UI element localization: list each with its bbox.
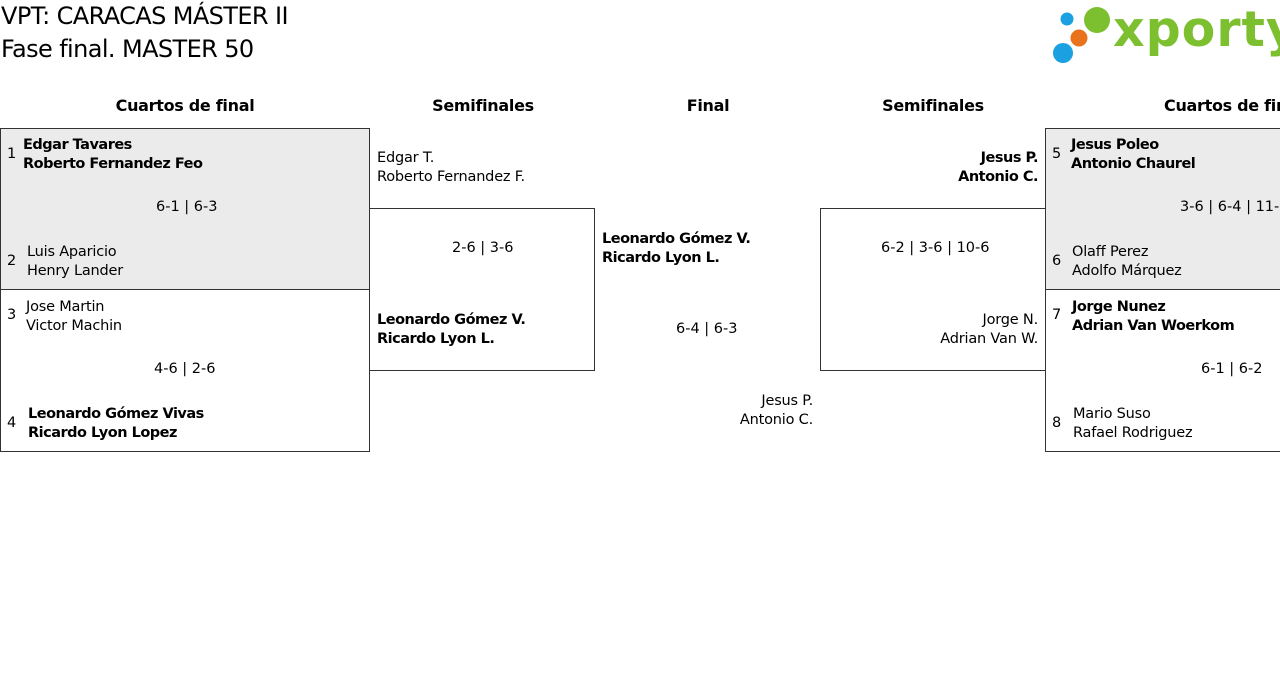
team-entry-winner[interactable]: Jesus P. Antonio C. xyxy=(920,149,1038,187)
round-heading-quarterfinals-left: Cuartos de final xyxy=(115,96,255,115)
round-heading-semifinals-left: Semifinales xyxy=(432,96,534,115)
seed-number: 4 xyxy=(7,415,17,431)
seed-number: 3 xyxy=(7,307,17,323)
player-name: Ricardo Lyon Lopez xyxy=(28,425,177,441)
match-box-qf1 xyxy=(0,128,370,290)
match-box-qf4 xyxy=(1045,289,1280,452)
round-heading-quarterfinals-right: Cuartos de final xyxy=(1164,96,1280,115)
player-name: Roberto Fernandez Feo xyxy=(23,156,203,172)
player-name: Antonio C. xyxy=(958,169,1038,185)
player-name: Jesus P. xyxy=(980,150,1039,166)
seed-number: 7 xyxy=(1052,307,1062,323)
player-name: Victor Machin xyxy=(26,318,122,334)
team-entry-winner[interactable]: Jesus Poleo Antonio Chaurel xyxy=(1071,136,1196,174)
match-score: 3-6 | 6-4 | 11-9 xyxy=(1180,199,1280,215)
player-name: Adrian Van W. xyxy=(940,331,1038,347)
xporty-logo-mark xyxy=(1053,7,1110,63)
team-entry-winner[interactable]: Leonardo Gómez Vivas Ricardo Lyon Lopez xyxy=(28,405,204,443)
match-score: 6-4 | 6-3 xyxy=(676,321,738,337)
xporty-logo-text: xporty xyxy=(1113,1,1280,58)
match-score: 6-1 | 6-2 xyxy=(1201,361,1263,377)
page-title: VPT: CARACAS MÁSTER II xyxy=(1,2,289,30)
seed-number: 2 xyxy=(7,253,17,269)
team-entry-winner[interactable]: Jorge Nunez Adrian Van Woerkom xyxy=(1072,298,1235,336)
team-entry[interactable]: Luis Aparicio Henry Lander xyxy=(27,243,123,281)
player-name: Mario Suso xyxy=(1073,406,1151,422)
player-name: Leonardo Gómez Vivas xyxy=(28,406,204,422)
seed-number: 5 xyxy=(1052,146,1062,162)
player-name: Antonio C. xyxy=(739,412,813,428)
match-score: 6-1 | 6-3 xyxy=(156,199,218,215)
player-name: Edgar Tavares xyxy=(23,137,132,153)
player-name: Adolfo Márquez xyxy=(1072,263,1182,279)
player-name: Antonio Chaurel xyxy=(1071,156,1196,172)
match-score: 4-6 | 2-6 xyxy=(154,361,216,377)
round-heading-final: Final xyxy=(686,96,730,115)
round-heading-semifinals-right: Semifinales xyxy=(882,96,984,115)
team-entry[interactable]: Olaff Perez Adolfo Márquez xyxy=(1072,243,1182,281)
team-entry[interactable]: Mario Suso Rafael Rodriguez xyxy=(1073,405,1193,443)
match-score: 6-2 | 3-6 | 10-6 xyxy=(881,240,990,256)
team-entry-winner[interactable]: Leonardo Gómez V. Ricardo Lyon L. xyxy=(377,311,526,349)
player-name: Olaff Perez xyxy=(1072,244,1149,260)
player-name: Jesus Poleo xyxy=(1071,137,1159,153)
team-entry[interactable]: Jose Martin Victor Machin xyxy=(26,298,122,336)
player-name: Roberto Fernandez F. xyxy=(377,169,525,185)
player-name: Ricardo Lyon L. xyxy=(377,331,495,347)
player-name: Jose Martin xyxy=(26,299,105,315)
player-name: Edgar T. xyxy=(377,150,435,166)
xporty-logo[interactable]: xporty xyxy=(1050,1,1280,68)
player-name: Rafael Rodriguez xyxy=(1073,425,1193,441)
player-name: Adrian Van Woerkom xyxy=(1072,318,1235,334)
seed-number: 1 xyxy=(7,146,17,162)
match-box-qf3 xyxy=(1045,128,1280,290)
player-name: Henry Lander xyxy=(27,263,124,279)
team-entry-winner[interactable]: Edgar Tavares Roberto Fernandez Feo xyxy=(23,136,203,174)
player-name: Jorge N. xyxy=(982,312,1039,328)
team-entry-champion[interactable]: Leonardo Gómez V. Ricardo Lyon L. xyxy=(602,230,751,268)
player-name: Leonardo Gómez V. xyxy=(377,312,526,328)
player-name: Leonardo Gómez V. xyxy=(602,231,751,247)
team-entry-finalist[interactable]: Jesus P. Antonio C. xyxy=(713,392,813,430)
match-score: 2-6 | 3-6 xyxy=(452,240,514,256)
seed-number: 6 xyxy=(1052,253,1062,269)
match-box-sf-left xyxy=(369,208,595,371)
team-entry[interactable]: Jorge N. Adrian Van W. xyxy=(900,311,1038,349)
team-entry[interactable]: Edgar T. Roberto Fernandez F. xyxy=(377,149,525,187)
seed-number: 8 xyxy=(1052,415,1062,431)
player-name: Ricardo Lyon L. xyxy=(602,250,720,266)
page-subtitle: Fase final. MASTER 50 xyxy=(1,35,254,63)
player-name: Jorge Nunez xyxy=(1072,299,1166,315)
player-name: Jesus P. xyxy=(761,393,813,409)
player-name: Luis Aparicio xyxy=(27,244,117,260)
